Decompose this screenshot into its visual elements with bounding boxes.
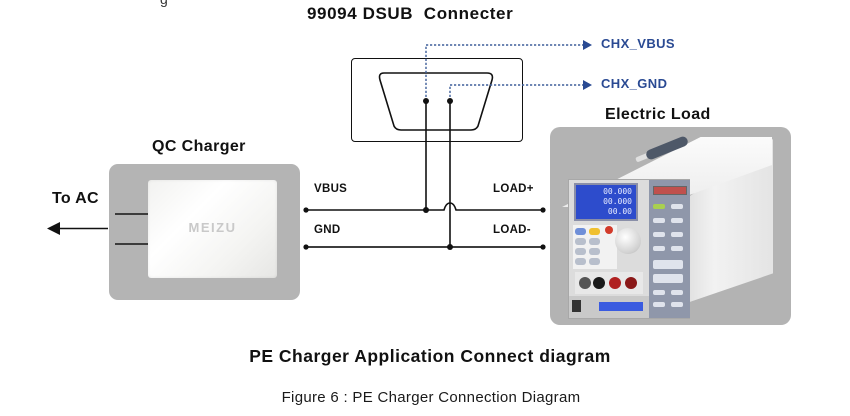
chx-vbus-arrow-icon bbox=[583, 40, 592, 50]
keypad-key bbox=[589, 238, 600, 245]
load-control-column bbox=[649, 180, 690, 318]
electric-load-panel: 00.000 00.000 00.00 bbox=[550, 127, 791, 325]
display-line: 00.000 bbox=[603, 187, 632, 196]
load-rotary-knob-icon bbox=[615, 228, 641, 254]
load-plus-dot bbox=[540, 207, 546, 213]
control-key bbox=[653, 218, 665, 223]
charger-device-image: MEIZU bbox=[148, 180, 277, 278]
load-bottom-strip bbox=[569, 296, 649, 318]
load-minus-dot bbox=[540, 244, 546, 250]
control-key bbox=[653, 260, 683, 269]
control-key bbox=[653, 274, 683, 283]
control-key bbox=[653, 232, 665, 237]
display-line: 00.00 bbox=[607, 207, 632, 216]
keypad-key bbox=[589, 248, 600, 255]
load-plus-label: LOAD+ bbox=[493, 183, 534, 195]
chx-gnd-label: CHX_GND bbox=[601, 76, 668, 91]
control-key bbox=[671, 302, 683, 307]
gnd-junction-dot bbox=[447, 244, 453, 250]
dsub-connector-shell bbox=[378, 72, 494, 131]
load-input-terminals bbox=[575, 272, 643, 294]
load-brand-badge bbox=[653, 186, 687, 195]
gnd-wire-start-dot bbox=[303, 244, 309, 250]
display-line: 00.000 bbox=[603, 197, 632, 206]
keypad-key bbox=[589, 258, 600, 265]
control-key bbox=[671, 290, 683, 295]
chx-gnd-arrow-icon bbox=[583, 80, 592, 90]
keypad-key bbox=[575, 248, 586, 255]
dsub-pin-vbus bbox=[423, 98, 429, 104]
chx-vbus-label: CHX_VBUS bbox=[601, 36, 675, 51]
terminal-icon bbox=[593, 277, 605, 289]
load-minus-label: LOAD- bbox=[493, 224, 531, 236]
cut-off-text-fragment: g bbox=[160, 0, 168, 7]
vbus-label: VBUS bbox=[314, 183, 348, 195]
control-key bbox=[653, 302, 665, 307]
dsub-connector-box bbox=[351, 58, 523, 142]
control-key bbox=[653, 246, 665, 251]
keypad-key bbox=[575, 238, 586, 245]
load-front-panel: 00.000 00.000 00.00 bbox=[568, 179, 690, 319]
charger-prong-bottom bbox=[115, 243, 149, 245]
control-key bbox=[671, 218, 683, 223]
load-secondary-display bbox=[599, 302, 643, 311]
figure-caption: Figure 6 : PE Charger Connection Diagram bbox=[281, 389, 581, 406]
control-key bbox=[653, 204, 665, 209]
control-key bbox=[671, 204, 683, 209]
control-key bbox=[671, 232, 683, 237]
keypad-key bbox=[589, 228, 600, 235]
keypad-key bbox=[575, 228, 586, 235]
dsub-connector-title: 99094 DSUB Connecter bbox=[307, 4, 514, 23]
gnd-label: GND bbox=[314, 224, 341, 236]
diagram-title: PE Charger Application Connect diagram bbox=[249, 346, 611, 366]
charger-prong-top bbox=[115, 213, 149, 215]
load-lcd-display: 00.000 00.000 00.00 bbox=[574, 183, 638, 221]
vbus-wire-start-dot bbox=[303, 207, 309, 213]
left-arrow-icon bbox=[47, 222, 60, 235]
power-switch-icon bbox=[572, 300, 581, 312]
chx-gnd-dashed-line bbox=[449, 84, 584, 101]
electric-load-title: Electric Load bbox=[605, 106, 711, 123]
terminal-icon bbox=[579, 277, 591, 289]
load-red-button-icon bbox=[605, 226, 613, 234]
terminal-icon bbox=[625, 277, 637, 289]
terminal-icon bbox=[609, 277, 621, 289]
qc-charger-title: QC Charger bbox=[152, 138, 246, 155]
dsub-pin-gnd bbox=[447, 98, 453, 104]
control-key bbox=[671, 246, 683, 251]
vbus-junction-dot bbox=[423, 207, 429, 213]
keypad-key bbox=[575, 258, 586, 265]
charger-brand-logo: MEIZU bbox=[188, 220, 237, 235]
to-ac-label: To AC bbox=[52, 190, 99, 207]
vbus-wire bbox=[306, 202, 543, 211]
control-key bbox=[653, 290, 665, 295]
chx-vbus-dashed-line bbox=[425, 44, 584, 101]
